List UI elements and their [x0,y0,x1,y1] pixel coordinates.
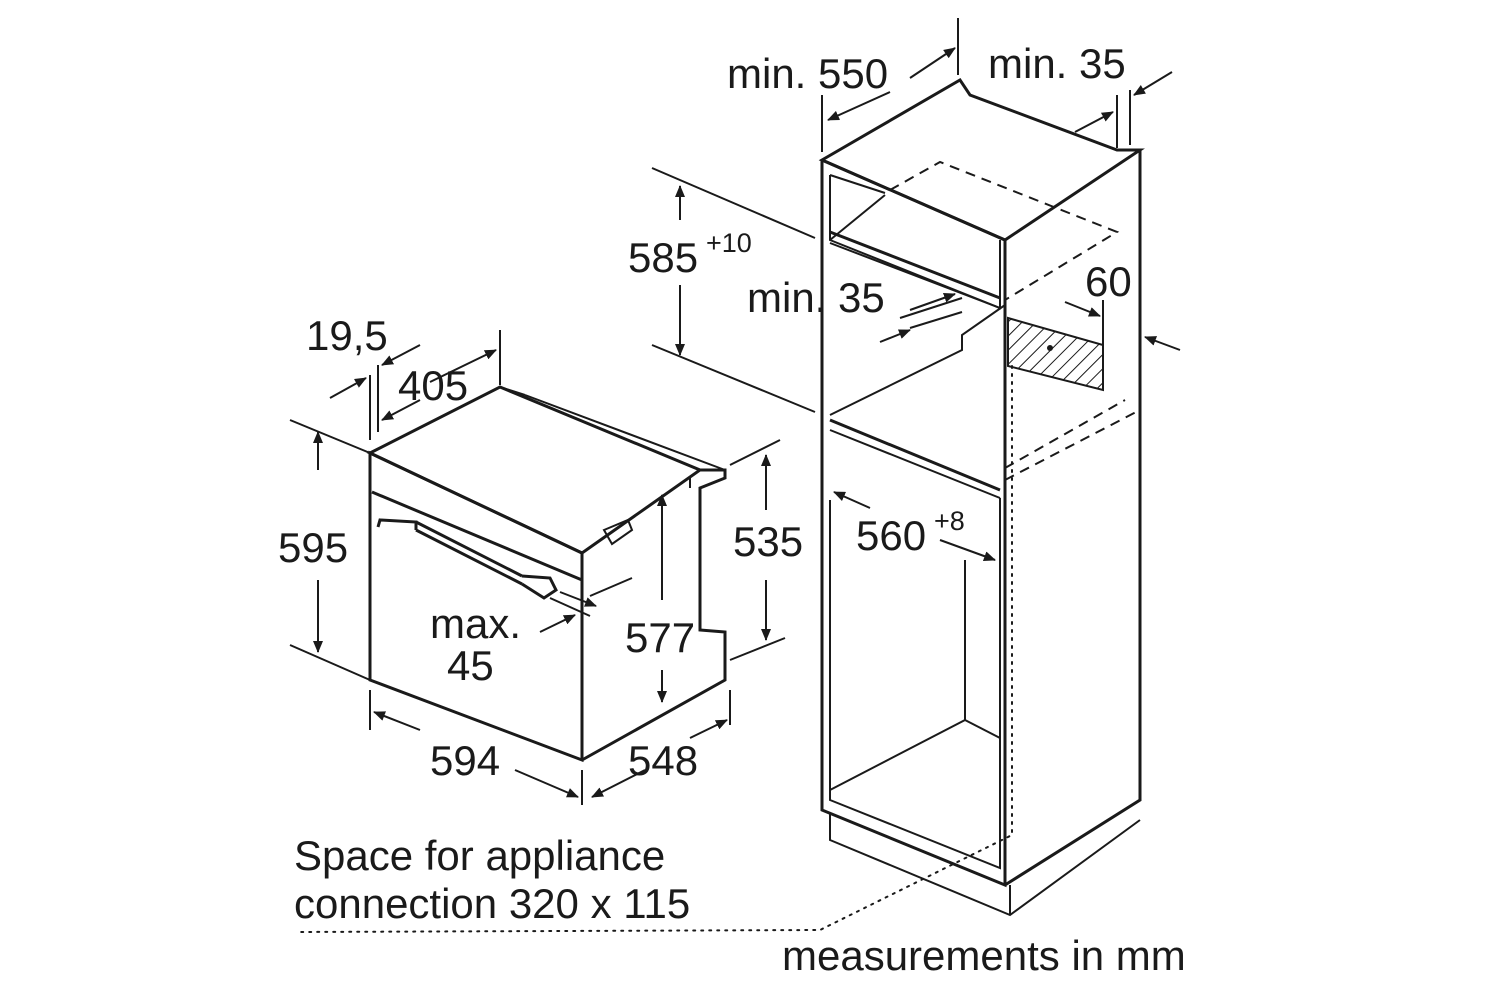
oven-side-grip [602,518,634,546]
label-cabinet-depth-min: min. 550 [727,50,888,97]
label-oven-inner-height: 577 [625,614,695,661]
label-niche-width-tolerance: +8 [934,506,965,536]
label-oven-depth: 548 [628,737,698,784]
label-oven-width: 594 [430,737,500,784]
oven-door-handle [376,518,558,600]
cabinet-drawing [299,77,1145,933]
label-handle-clearance-1: max. [430,600,521,647]
label-connection-2: connection 320 x 115 [294,880,690,927]
label-front-thickness: 19,5 [306,312,388,359]
label-back-gap-min: min. 35 [988,40,1126,87]
label-top-depth: 405 [398,362,468,409]
label-shelf-gap-min: min. 35 [747,274,885,321]
label-oven-height: 595 [278,524,348,571]
connection-dotted-path [299,365,1013,933]
label-vent-depth: 60 [1085,258,1132,305]
label-units: measurements in mm [782,932,1186,979]
oven-side [581,468,727,762]
cabinet-top [818,77,1145,242]
oven-top [366,385,704,555]
label-oven-body-height: 535 [733,518,803,565]
ventilation-hatch [1007,316,1104,392]
label-niche-height-tolerance: +10 [706,228,752,258]
oven-drawing [366,385,727,763]
cabinet-dashed-outline [889,160,1141,481]
dimension-lines [289,18,1181,805]
dimension-labels: 595 594 548 535 577 19,5 405 max. 45 min… [278,40,1186,979]
cabinet-side [1004,150,1142,887]
label-handle-clearance-2: 45 [447,642,494,689]
label-niche-height: 585 [628,234,698,281]
label-niche-width: 560 [856,512,926,559]
label-connection-1: Space for appliance [294,832,665,879]
